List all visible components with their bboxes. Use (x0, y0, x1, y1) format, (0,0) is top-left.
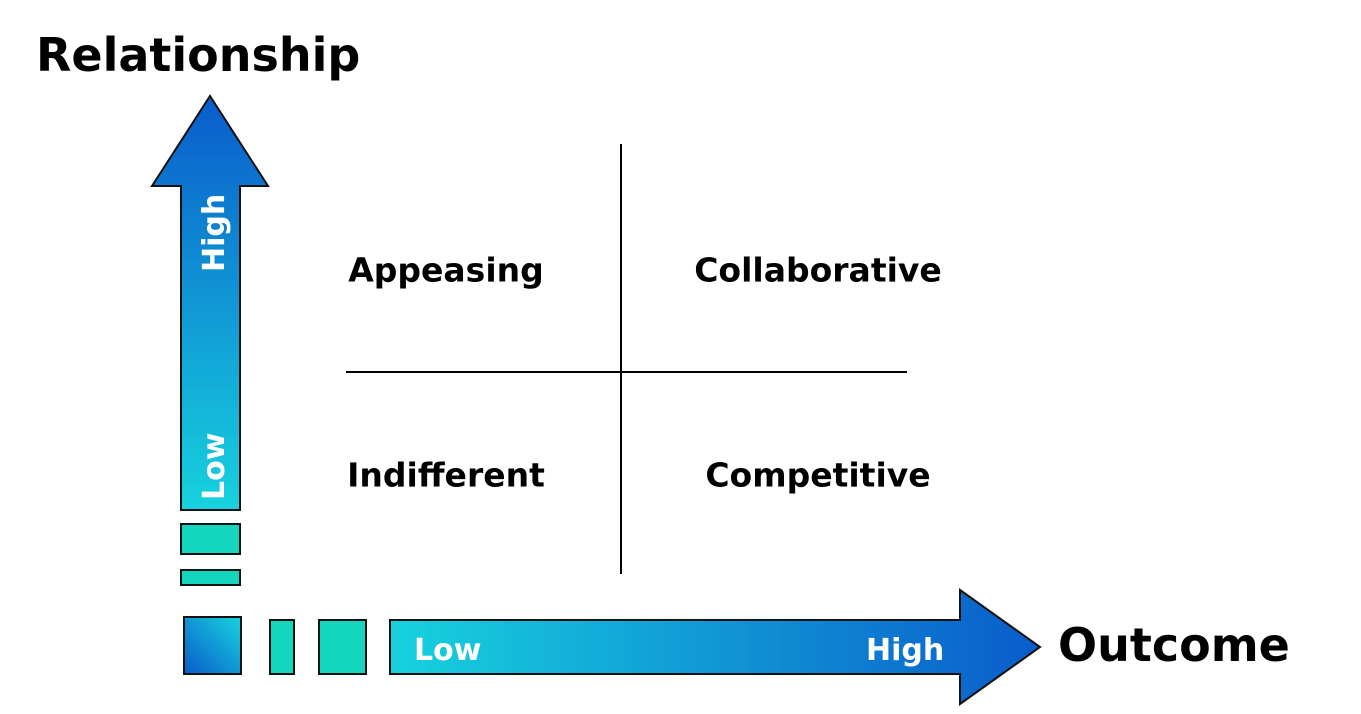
x-axis-title: Outcome (1058, 618, 1290, 672)
y-axis-title: Relationship (36, 28, 361, 82)
outcome-arrow (389, 588, 1042, 706)
x-axis-low-label: Low (414, 633, 481, 668)
y-axis-low-label: Low (197, 433, 232, 500)
quadrant-label-collaborative: Collaborative (694, 250, 942, 290)
x-axis-high-label: High (866, 633, 944, 668)
origin-square (183, 616, 242, 675)
x-axis-dash-block (318, 619, 367, 675)
relationship-arrow (150, 94, 270, 511)
quadrant-label-appeasing: Appeasing (348, 250, 544, 290)
y-axis-dash-block (180, 523, 241, 555)
quadrant-label-competitive: Competitive (705, 455, 931, 495)
y-axis-dash-block (180, 569, 241, 586)
y-axis-high-label: High (197, 194, 232, 272)
x-axis-dash-block (269, 619, 295, 675)
quadrant-label-indifferent: Indifferent (347, 455, 545, 495)
